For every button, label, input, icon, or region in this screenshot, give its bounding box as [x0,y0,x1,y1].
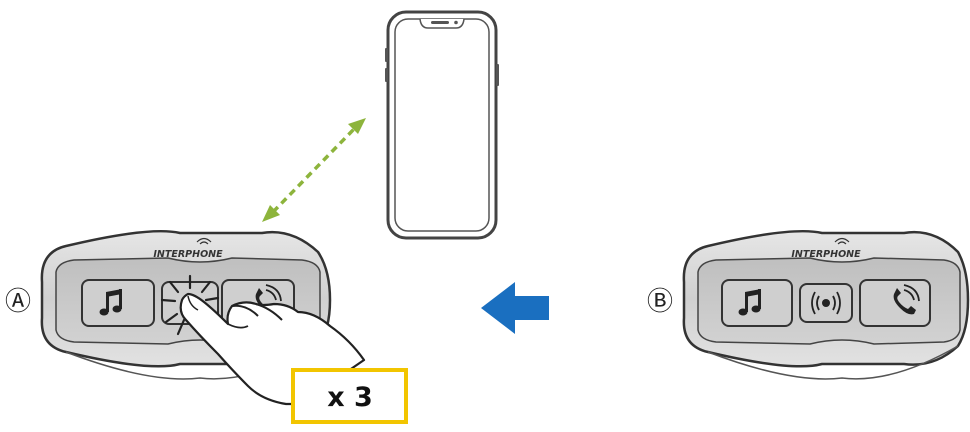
device-b-phone-button [859,279,931,327]
bluetooth-link-arrow [262,118,366,222]
device-a-logo: INTERPHONE [153,237,223,260]
press-count-box: x 3 [291,368,408,424]
svg-text:INTERPHONE: INTERPHONE [153,249,223,260]
press-count-label: x 3 [327,382,373,413]
smartphone [385,10,499,240]
device-b-marker: Ⓑ [647,287,673,317]
svg-text:INTERPHONE: INTERPHONE [791,249,861,260]
press-burst-icon [160,274,220,336]
direction-arrow [481,282,549,334]
device-b: INTERPHONE [682,229,970,380]
device-a-music-note-icon [99,289,122,316]
device-a-music-button [81,279,155,327]
device-b-intercom-icon [811,291,841,315]
device-b-phone-icon [893,284,920,315]
device-b-logo: INTERPHONE [791,237,861,260]
device-b-music-button [721,279,793,327]
device-b-music-note-icon [738,289,761,316]
device-a-marker: Ⓐ [5,287,31,317]
device-a: INTERPHONE [40,229,366,406]
